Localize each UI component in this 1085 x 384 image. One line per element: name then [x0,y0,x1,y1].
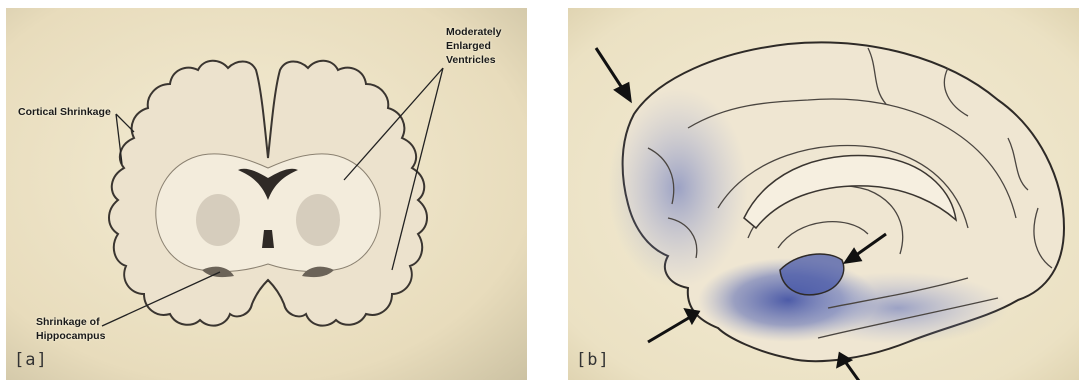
panel-b-medial-view: [b] [568,8,1079,380]
hippocampus-label-line2: Hippocampus [36,330,105,342]
cortical-shrinkage-label: Cortical Shrinkage [18,106,111,118]
atrophy-frontal [608,88,748,288]
white-matter [156,154,380,272]
third-ventricle [262,230,274,248]
ventricles-label-line2: Enlarged [446,40,491,52]
basal-ganglia-left [196,194,240,246]
basal-ganglia-right [296,194,340,246]
panel-a-letter: [a] [14,350,48,370]
ventricles-label-line3: Ventricles [446,54,496,66]
hippocampus-label-line1: Shrinkage of [36,316,100,328]
medial-brain-illustration [568,8,1079,380]
ventricles-label-line1: Moderately [446,26,501,38]
panel-b-letter: [b] [576,350,610,370]
panel-a-coronal-section: Cortical Shrinkage Moderately Enlarged V… [6,8,527,380]
